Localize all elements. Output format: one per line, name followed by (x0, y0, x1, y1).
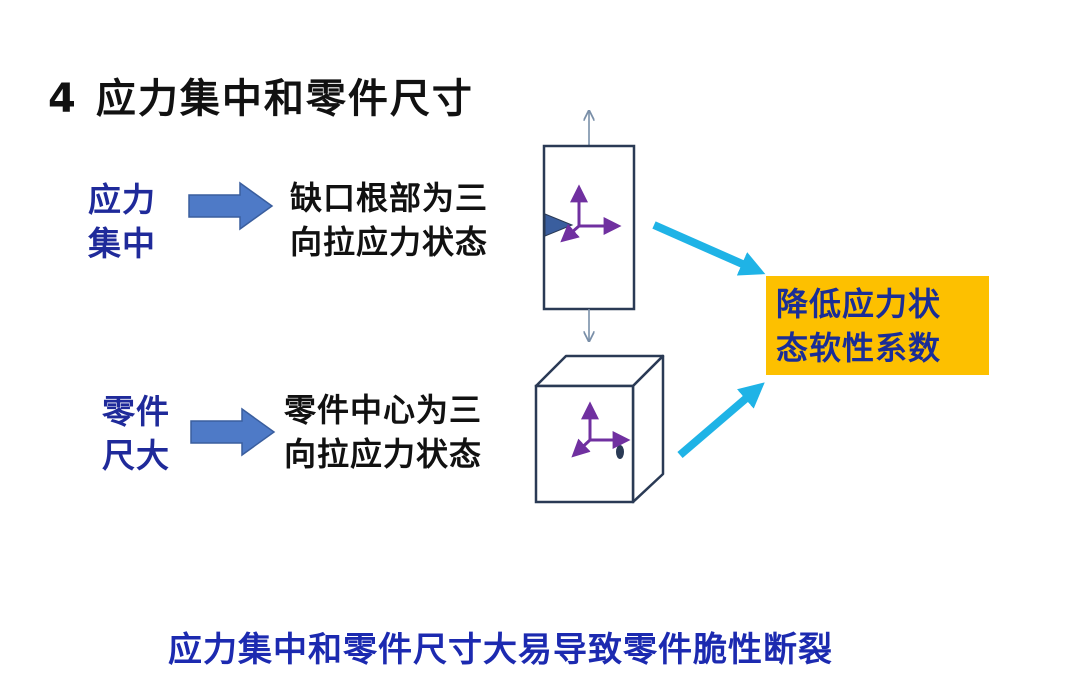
center-defect (616, 445, 624, 459)
triaxial-stress-axes (560, 184, 622, 243)
result-line-2: 态软性系数 (776, 329, 942, 367)
block-arrow-right-row2 (190, 407, 276, 457)
page-title: 4 应力集中和零件尺寸 (48, 66, 474, 124)
section-number: 4 (48, 76, 78, 122)
cause-label-line-2: 尺大 (102, 436, 170, 475)
cause-label-line-1: 应力 (88, 180, 156, 219)
effect-label-line-2: 向拉应力状态 (290, 223, 489, 261)
cyan-arrow-to-result-top (652, 221, 766, 276)
notch-wedge (544, 213, 574, 237)
result-box: 降低应力状 态软性系数 (766, 276, 989, 375)
effect-label-notch-root: 缺口根部为三 向拉应力状态 (290, 176, 488, 264)
cause-label-large-part: 零件 尺大 (102, 390, 170, 478)
result-line-1: 降低应力状 (776, 285, 942, 323)
notched-specimen (542, 111, 636, 341)
thick-part-cube (534, 354, 665, 504)
conclusion-text: 应力集中和零件尺寸大易导致零件脆性断裂 (168, 630, 833, 670)
effect-label-line-2: 向拉应力状态 (284, 435, 483, 473)
cyan-arrow-to-result-bottom (677, 382, 765, 459)
cause-label-line-1: 零件 (102, 392, 170, 431)
block-arrow-right-row1 (188, 181, 274, 231)
effect-label-line-1: 缺口根部为三 (290, 179, 489, 217)
effect-label-line-1: 零件中心为三 (284, 391, 483, 429)
cause-label-stress-concentration: 应力 集中 (88, 178, 156, 266)
cause-label-line-2: 集中 (88, 224, 156, 263)
section-title-text: 应力集中和零件尺寸 (95, 76, 474, 122)
triaxial-stress-axes (571, 401, 631, 458)
effect-label-part-center: 零件中心为三 向拉应力状态 (284, 388, 482, 476)
